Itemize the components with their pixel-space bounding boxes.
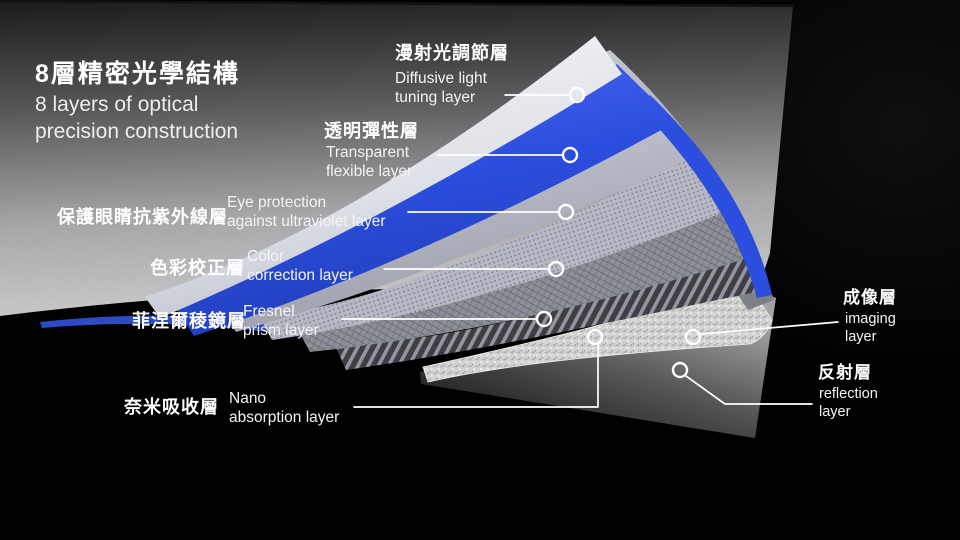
label-imaging-en2: layer	[845, 328, 877, 345]
label-imaging-zh: 成像層	[843, 288, 897, 307]
leader-nano	[353, 344, 599, 408]
label-diffusive-en2: tuning layer	[395, 88, 476, 106]
label-transparent-en2: flexible layer	[326, 162, 413, 180]
label-reflection-en: reflection layer	[819, 386, 878, 421]
label-fresnel-en1: Fresnel	[243, 303, 295, 320]
label-transparent-en1: Transparent	[326, 144, 409, 161]
label-diffusive-en1: Diffusive light	[395, 70, 487, 87]
leader-imaging	[700, 321, 839, 335]
label-imaging-en: imaging layer	[845, 311, 896, 346]
page-title-en-line1: 8 layers of optical	[35, 93, 199, 116]
leader-reflection	[685, 375, 813, 405]
label-nano-en2: absorption layer	[229, 408, 340, 426]
label-eye-en2: against ultraviolet layer	[227, 212, 386, 230]
label-eye-zh: 保護眼睛抗紫外線層	[57, 207, 228, 227]
screen-top-edge	[0, 0, 794, 8]
label-transparent-en: Transparent flexible layer	[326, 144, 412, 182]
marker-reflection	[671, 361, 689, 379]
marker-color	[547, 260, 565, 278]
label-diffusive-zh: 漫射光調節層	[395, 43, 509, 63]
label-fresnel-zh: 菲涅爾稜鏡層	[132, 311, 246, 331]
label-color-zh: 色彩校正層	[150, 258, 245, 278]
label-nano-en: Nano absorption layer	[229, 390, 339, 428]
marker-diffusive	[568, 86, 586, 104]
transparent-flexible-layer-shape	[172, 64, 676, 336]
label-diffusive-en: Diffusive light tuning layer	[395, 70, 487, 108]
page-title-en-line2: precision construction	[35, 119, 239, 143]
label-eye-en1: Eye protection	[227, 194, 327, 211]
label-color-en: Color correction layer	[247, 248, 353, 286]
label-eye-en: Eye protection against ultraviolet layer	[227, 194, 386, 232]
label-fresnel-en2: prism layer	[243, 321, 319, 339]
page-title-zh: 8層精密光學結構	[35, 60, 240, 88]
label-reflection-en1: reflection	[819, 386, 878, 402]
marker-transparent	[561, 146, 579, 164]
marker-nano	[586, 328, 604, 346]
label-color-en1: Color	[247, 248, 285, 265]
label-nano-zh: 奈米吸收層	[124, 397, 219, 417]
diffusive-layer-shape	[145, 36, 622, 318]
label-reflection-en2: layer	[819, 403, 851, 420]
label-color-en2: correction layer	[247, 266, 353, 284]
marker-eye	[557, 203, 575, 221]
fresnel-prism-layer-shape	[335, 250, 757, 370]
label-reflection-zh: 反射層	[818, 363, 872, 382]
leader-markers	[535, 86, 702, 379]
color-correction-layer-shape	[260, 150, 724, 340]
leader-lines	[341, 94, 839, 408]
label-fresnel-en: Fresnel prism layer	[243, 303, 319, 341]
page-title-en: 8 layers of optical precision constructi…	[35, 92, 238, 146]
label-nano-en1: Nano	[229, 390, 267, 407]
label-transparent-zh: 透明彈性層	[324, 121, 419, 141]
marker-fresnel	[535, 310, 553, 328]
marker-imaging	[684, 328, 702, 346]
label-imaging-en1: imaging	[845, 311, 896, 327]
